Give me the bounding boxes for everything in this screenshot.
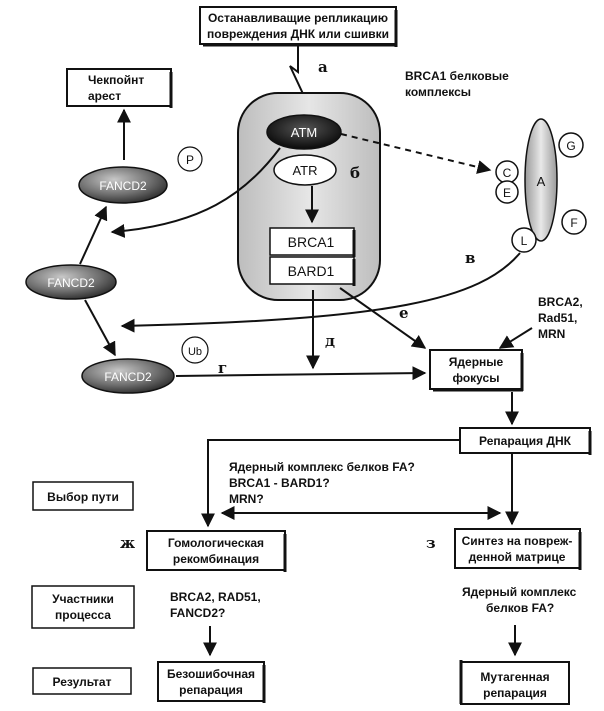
mutagenic-line-1: Мутагенная [480,670,549,684]
result-label: Результат [53,675,112,689]
result-box: Результат [32,667,132,695]
line-repair-to-homologous [201,439,460,528]
brca1-complex-label-2: комплексы [405,85,471,99]
fa-a-label: A [537,174,546,189]
arrow-fancd2mid-to-fancd2p [79,205,108,265]
synthesis-box: Синтез на повреж- денной матрице [454,528,582,570]
homologous-line-1: Гомологическая [168,536,264,550]
participants-line-1: Участники [52,592,114,606]
fancd2-mid-label: FANCD2 [47,276,95,290]
fancd2-ub-node: FANCD2 Ub [81,336,209,394]
fa-g-label: G [566,139,575,153]
errorfree-repair-box: Безошибочная репарация [157,661,266,703]
marker-v: в [465,249,475,267]
dashed-arrow-atm-to-fa [340,133,492,174]
homologous-line-2: рекомбинация [173,552,259,566]
brca2-label-1: BRCA2, [538,295,583,309]
homologous-recombination-box: Гомологическая рекомбинация [146,530,287,572]
marker-b: б [350,164,360,182]
brca2-label-2: Rad51, [538,311,577,325]
arrow-fa-to-fancd2 [120,252,521,333]
foci-line-1: Ядерные [449,355,504,369]
dna-repair-label: Репарация ДНК [479,434,572,448]
participants-syn-line-2: белков FA? [486,601,554,615]
atr-label: ATR [292,163,317,178]
errorfree-line-1: Безошибочная [167,667,255,681]
synthesis-line-2: денной матрице [469,550,566,564]
dna-repair-box: Репарация ДНК [459,427,592,455]
top-box-line-2: повреждения ДНК или сшивки [207,27,389,41]
marker-z: з [426,534,436,552]
fancd2-p-label: FANCD2 [99,179,147,193]
fancd2-middle-node: FANCD2 [25,264,117,300]
arrow-bard1-to-foci [339,287,427,349]
participants-hr-line-2: FANCD2? [170,606,225,620]
participants-box: Участники процесса [31,585,135,629]
ub-badge-label: Ub [188,346,202,358]
brca2-label-3: MRN [538,327,565,341]
marker-d: д [325,332,335,350]
synthesis-line-1: Синтез на повреж- [462,534,573,548]
fa-l-label: L [521,234,528,248]
marker-a: а [318,58,328,76]
atm-label: ATM [291,125,317,140]
arrow-atm-to-fancd2p [110,147,281,238]
fancd2-ub-label: FANCD2 [104,370,152,384]
fa-f-label: F [570,216,577,230]
participants-hr-line-1: BRCA2, RAD51, [170,590,261,604]
participants-line-2: процесса [55,608,111,622]
checkpoint-line-1: Чекпойнт [88,73,144,87]
checkpoint-line-2: арест [88,89,121,103]
marker-g: г [218,359,227,377]
path-choice-box: Выбор пути [32,481,134,511]
marker-e: е [399,304,409,322]
bard1-node: BARD1 [269,256,356,286]
top-box-line-1: Останавливащие репликацию [208,11,388,25]
question-line-1: Ядерный комплекс белков FA? [229,460,415,474]
path-choice-label: Выбор пути [47,490,119,504]
brca1-node: BRCA1 [269,227,356,257]
arrow-fancd2ub-to-foci [175,366,427,381]
question-line-2: BRCA1 - BARD1? [229,476,330,490]
mutagenic-repair-box: Мутагенная репарация [459,660,570,705]
atm-node: ATM [266,114,342,150]
mutagenic-line-2: репарация [483,686,547,700]
bard1-label: BARD1 [288,263,335,279]
marker-zh: ж [120,534,135,552]
checkpoint-arrest-box: Чекпойнт арест [66,68,173,108]
fa-c-label: C [503,166,512,180]
question-line-3: MRN? [229,492,264,506]
arrow-brca2-to-foci [498,327,533,349]
fa-e-label: E [503,186,511,200]
brca1-label: BRCA1 [288,234,335,250]
participants-syn-line-1: Ядерный комплекс [462,585,577,599]
fancd2-phospho-node: FANCD2 P [78,146,203,204]
top-damage-box: Останавливащие репликацию повреждения ДН… [199,6,398,47]
foci-line-2: фокусы [453,371,500,385]
p-badge-label: P [186,153,194,167]
arrow-fancd2mid-to-fancd2ub [84,299,116,357]
brca1-complex-label-1: BRCA1 белковые [405,69,509,83]
fa-core-complex: A C E G F L [495,118,587,253]
atr-node: ATR [273,154,337,186]
nuclear-foci-box: Ядерные фокусы [429,349,524,392]
errorfree-line-2: репарация [179,683,243,697]
